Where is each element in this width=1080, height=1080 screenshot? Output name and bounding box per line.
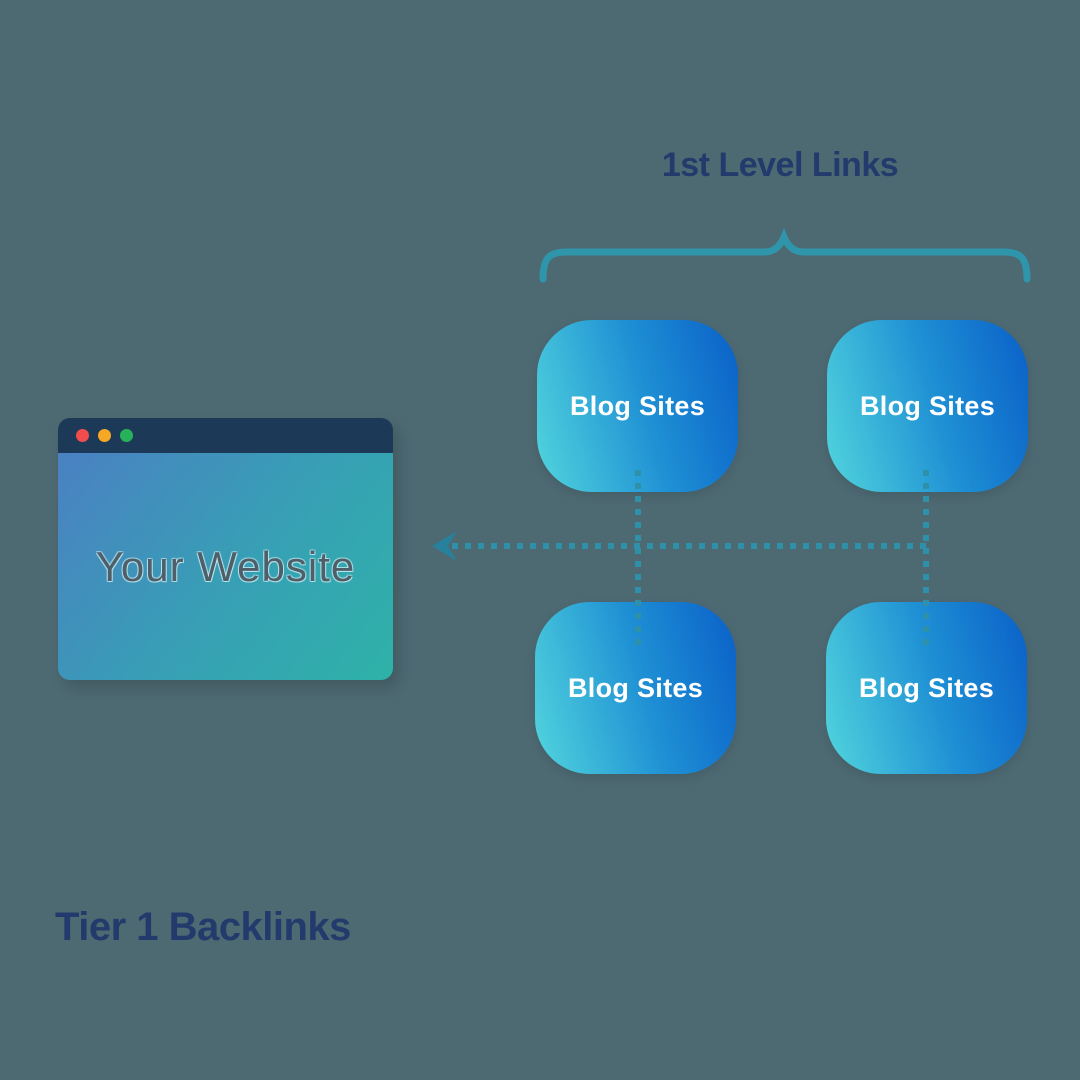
blog-site-box-bottom-left: Blog Sites	[535, 602, 736, 774]
arrow-left-icon	[432, 531, 457, 561]
brace	[539, 227, 1031, 283]
blog-site-box-top-left: Blog Sites	[537, 320, 738, 492]
minimize-dot-icon	[98, 429, 111, 442]
blog-site-label: Blog Sites	[859, 390, 996, 421]
blog-site-label: Blog Sites	[569, 390, 706, 421]
blog-site-label: Blog Sites	[858, 672, 995, 703]
close-dot-icon	[76, 429, 89, 442]
website-window: Your Website	[58, 418, 393, 680]
tier-1-backlinks-title: Tier 1 Backlinks	[55, 905, 351, 949]
blog-site-box-bottom-right: Blog Sites	[826, 602, 1027, 774]
blog-site-box-top-right: Blog Sites	[827, 320, 1028, 492]
first-level-links-title: 1st Level Links	[661, 146, 899, 184]
window-body: Your Website	[58, 453, 393, 680]
blog-site-label: Blog Sites	[567, 672, 704, 703]
window-titlebar	[58, 418, 393, 453]
maximize-dot-icon	[120, 429, 133, 442]
website-label: Your Website	[95, 542, 356, 590]
